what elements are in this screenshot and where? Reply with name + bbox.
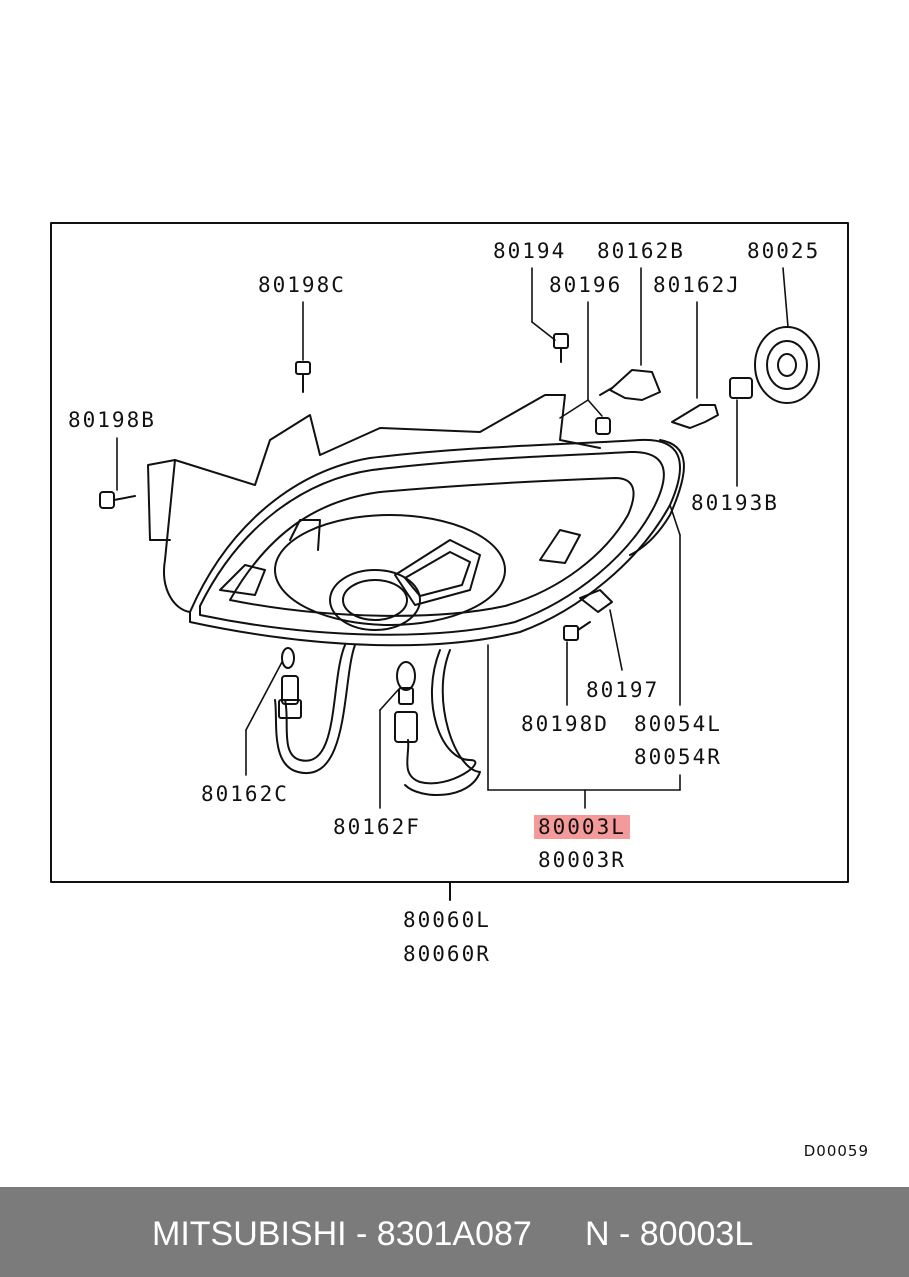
socket-80193B — [729, 377, 753, 399]
label-80060R: 80060R — [403, 942, 491, 966]
cap-80025 — [754, 326, 820, 404]
label-80194: 80194 — [493, 239, 567, 263]
diagram-code: D00059 — [803, 1142, 869, 1160]
label-80198B: 80198B — [68, 408, 156, 432]
leader-lines — [116, 267, 789, 809]
label-80198D: 80198D — [521, 712, 609, 736]
bulb-80162J — [671, 404, 719, 429]
label-80162F: 80162F — [333, 815, 421, 839]
bulb-80162F — [394, 661, 418, 743]
screw-80198D — [563, 621, 591, 641]
label-80193B: 80193B — [691, 491, 779, 515]
label-80196: 80196 — [549, 273, 623, 297]
label-80197: 80197 — [586, 678, 660, 702]
label-80162B: 80162B — [597, 239, 685, 263]
label-80003R: 80003R — [538, 848, 626, 872]
label-80162J: 80162J — [653, 273, 741, 297]
bulb-80162B — [599, 369, 661, 401]
label-80054L: 80054L — [634, 712, 722, 736]
clip-80197 — [579, 589, 613, 613]
label-80198C: 80198C — [258, 273, 346, 297]
screw-80198C — [295, 361, 311, 393]
footer-bar: MITSUBISHI - 8301A087 N - 80003L — [0, 1187, 909, 1277]
label-80060L: 80060L — [403, 908, 491, 932]
label-80054R: 80054R — [634, 745, 722, 769]
headlamp-housing — [147, 394, 685, 796]
label-80162C: 80162C — [201, 782, 289, 806]
label-80025: 80025 — [747, 239, 821, 263]
screw-80198B — [99, 491, 136, 509]
label-80003L-highlighted[interactable]: 80003L — [534, 815, 630, 839]
bulb-80162C — [278, 647, 302, 719]
footer-brand-part: MITSUBISHI - 8301A087 — [152, 1215, 532, 1253]
screw-80194 — [553, 333, 569, 363]
footer-ref: N - 80003L — [585, 1215, 754, 1253]
nut-80196 — [595, 417, 611, 435]
